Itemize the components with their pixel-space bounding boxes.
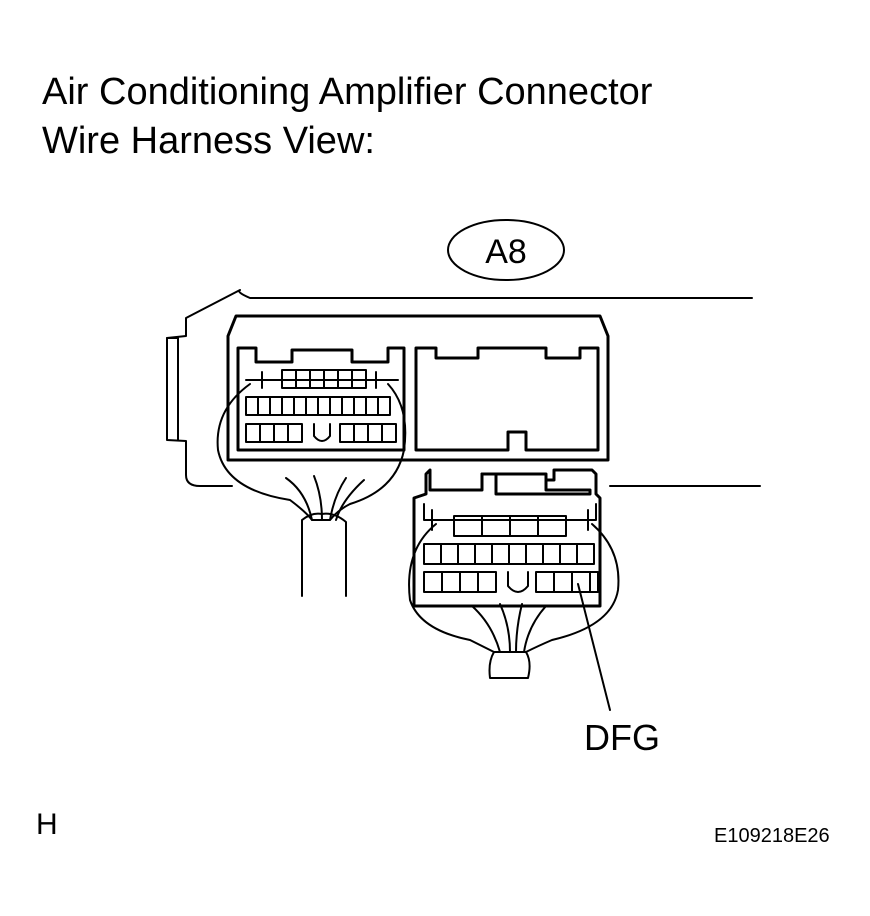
amplifier-housing-outline: [166, 289, 753, 487]
dfg-leader-line: [577, 583, 611, 711]
connector-id-label: A8: [485, 233, 527, 271]
upper-terminal-row-2: [245, 396, 391, 416]
upper-connector: [216, 346, 407, 597]
empty-socket: [414, 346, 600, 452]
callout-oval: [447, 219, 565, 281]
amplifier-body: [166, 289, 761, 487]
corner-letter: H: [36, 808, 58, 841]
housing-side-tab: [166, 337, 179, 441]
terminal-dfg: [571, 571, 591, 593]
diagram-title-line-1: Air Conditioning Amplifier Connector: [42, 71, 653, 113]
receptacle-frame: [226, 314, 610, 462]
lower-connector: [408, 468, 620, 679]
figure-code: E109218E26: [714, 825, 830, 847]
lower-terminal-row-3: [423, 571, 599, 593]
connector-id-callout: A8: [447, 219, 565, 281]
terminal-label-dfg: DFG: [584, 717, 660, 758]
upper-connector-shell: [236, 346, 406, 452]
upper-harness-bundle: [301, 512, 347, 597]
upper-terminal-row-1: [281, 369, 367, 389]
upper-terminal-row-3: [245, 423, 397, 443]
lower-terminal-row-1: [453, 515, 567, 537]
diagram-title-line-2: Wire Harness View:: [42, 120, 375, 162]
lower-harness-bundle: [488, 651, 531, 679]
lower-terminal-row-2: [423, 543, 595, 565]
